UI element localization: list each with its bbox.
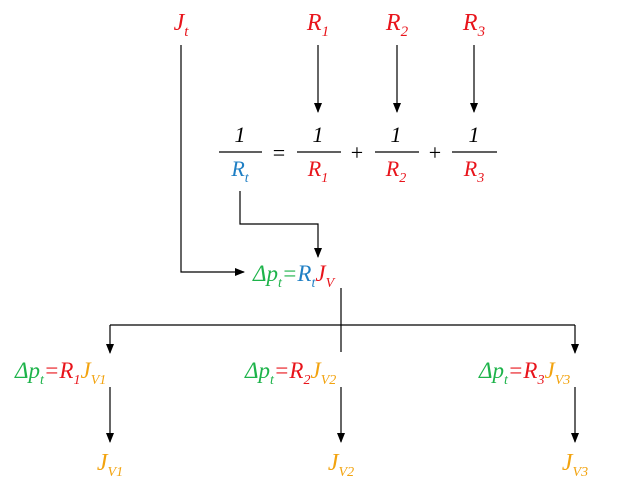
connectors (106, 45, 579, 443)
fraction-r1-denominator: R1 (307, 156, 328, 186)
branch-2-equation: Δpt=R2JV2 (244, 358, 336, 388)
fraction-r3-numerator: 1 (469, 122, 480, 147)
fraction-r3-denominator: R3 (463, 156, 484, 186)
branch-1-equation: Δpt=R1JV1 (14, 358, 106, 388)
plus-sign-1: + (351, 140, 363, 165)
output-jv2: JV2 (328, 450, 354, 480)
arrow-jt-to-middle (180, 45, 245, 276)
parallel-resistance-equation: 1 Rt = 1 R1 + 1 R2 + 1 R3 (219, 122, 497, 186)
fraction-r2-denominator: R2 (385, 156, 406, 186)
output-jv3: JV3 (562, 450, 588, 480)
equals-sign: = (273, 140, 285, 165)
fraction-rt-denominator: Rt (230, 156, 249, 186)
label-jt: Jt (174, 10, 190, 40)
fraction-r2-numerator: 1 (391, 122, 402, 147)
branch-3-equation: Δpt=R3JV3 (478, 358, 570, 388)
output-jv1: JV1 (97, 450, 123, 480)
total-pressure-equation: Δpt=RtJV (252, 261, 336, 291)
plus-sign-2: + (429, 140, 441, 165)
label-r1: R1 (306, 10, 329, 40)
fraction-r1-numerator: 1 (313, 122, 324, 147)
label-r2: R2 (385, 10, 409, 40)
label-r3: R3 (462, 10, 485, 40)
fraction-rt-numerator: 1 (235, 122, 246, 147)
arrow-rt-to-middle (239, 191, 322, 258)
